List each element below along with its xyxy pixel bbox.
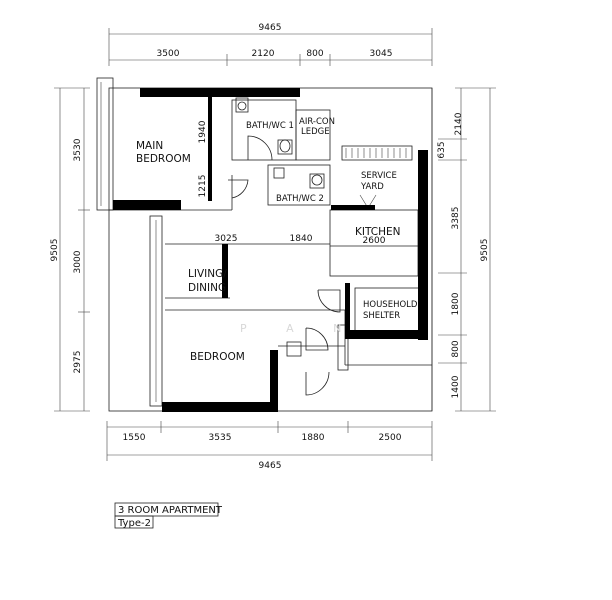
dim-bedroom-wall-lower: 1215 — [198, 175, 208, 198]
title-line-2: Type-2 — [117, 518, 151, 529]
label-service-yard-2: YARD — [360, 182, 384, 192]
dim-bottom-2: 3535 — [209, 433, 232, 443]
dim-kitchen: 2600 — [363, 236, 386, 246]
label-main-bedroom-1: MAIN — [136, 140, 163, 152]
label-kitchen: KITCHEN — [355, 226, 401, 238]
dim-left-2: 3000 — [73, 250, 83, 273]
dim-left-1: 3530 — [73, 138, 83, 161]
dim-top-total: 9465 — [259, 23, 282, 33]
dim-living-right: 1840 — [290, 234, 313, 244]
dim-right-total: 9505 — [480, 239, 490, 262]
label-aircon-ledge-1: AIR-CON — [299, 117, 335, 127]
label-living-1: LIVING/ — [188, 268, 227, 280]
label-aircon-ledge-2: LEDGE — [301, 127, 330, 137]
dim-right-4: 1800 — [451, 292, 461, 315]
dimension-labels: 9465 3500 2120 800 3045 1550 3535 1880 2… — [50, 23, 490, 471]
label-household-shelter-1: HOUSEHOLD — [363, 300, 418, 310]
label-main-bedroom-2: BEDROOM — [136, 153, 191, 165]
room-labels: MAIN BEDROOM BATH/WC 1 AIR-CON LEDGE BAT… — [136, 117, 418, 363]
dim-right-1: 2140 — [454, 112, 464, 135]
dim-bedroom-wall-upper: 1940 — [198, 120, 208, 143]
watermark-text: P A N — [240, 322, 359, 335]
dim-living-left: 3025 — [215, 234, 238, 244]
dim-top-2: 2120 — [252, 49, 275, 59]
dim-right-3: 3385 — [451, 207, 461, 230]
door-swings — [228, 135, 349, 396]
dim-right-6: 1400 — [451, 375, 461, 398]
label-service-yard-1: SERVICE — [361, 171, 397, 181]
label-living-2: DINING — [188, 282, 226, 294]
title-block: 3 ROOM APARTMENT Type-2 — [114, 502, 223, 529]
dim-top-1: 3500 — [157, 49, 180, 59]
label-bedroom: BEDROOM — [190, 351, 245, 363]
dim-bottom-4: 2500 — [379, 433, 402, 443]
title-line-1: 3 ROOM APARTMENT — [118, 505, 223, 516]
dim-bottom-1: 1550 — [123, 433, 146, 443]
dim-right-5: 800 — [451, 340, 461, 357]
structural-walls — [113, 88, 428, 412]
dim-bottom-3: 1880 — [302, 433, 325, 443]
dim-left-total: 9505 — [50, 239, 60, 262]
label-bath-wc-2: BATH/WC 2 — [276, 194, 324, 204]
label-household-shelter-2: SHELTER — [363, 311, 400, 321]
dim-left-3: 2975 — [73, 351, 83, 374]
dim-bottom-total: 9465 — [259, 461, 282, 471]
label-bath-wc-1: BATH/WC 1 — [246, 121, 294, 131]
dim-top-3: 800 — [306, 49, 323, 59]
dim-top-4: 3045 — [370, 49, 393, 59]
dim-right-2: 635 — [437, 141, 447, 158]
